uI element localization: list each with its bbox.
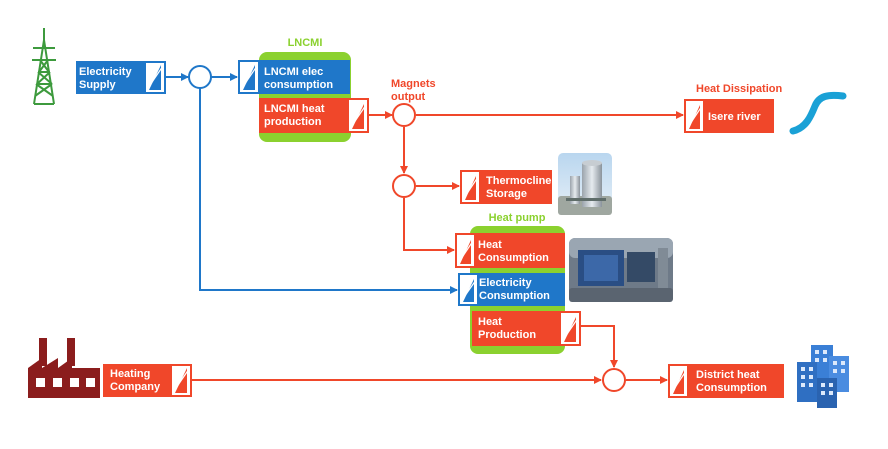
river-icon — [789, 91, 847, 135]
electric-junction — [188, 65, 212, 89]
svg-text:Isere river: Isere river — [708, 111, 761, 123]
electric-pylon-icon — [32, 28, 56, 105]
storage-tank-photo — [558, 153, 612, 215]
factory-icon — [28, 338, 100, 398]
storage-junction — [392, 174, 416, 198]
junctions — [188, 65, 626, 392]
heat-dissipation-label: Heat Dissipation — [696, 83, 782, 95]
electric-flow-lines — [165, 73, 458, 294]
magnets-output-label: Magnets output — [391, 78, 439, 103]
heat-pump-group-title: Heat pump — [489, 212, 546, 224]
isere-river-block[interactable]: Isere river — [684, 99, 774, 133]
heat-flow-lines — [192, 111, 684, 384]
district-junction — [602, 368, 626, 392]
heat-pump-photo — [569, 238, 673, 302]
magnets-output-junction — [392, 103, 416, 127]
lncmi-group-title: LNCMI — [288, 37, 323, 49]
city-buildings-icon — [797, 345, 849, 408]
